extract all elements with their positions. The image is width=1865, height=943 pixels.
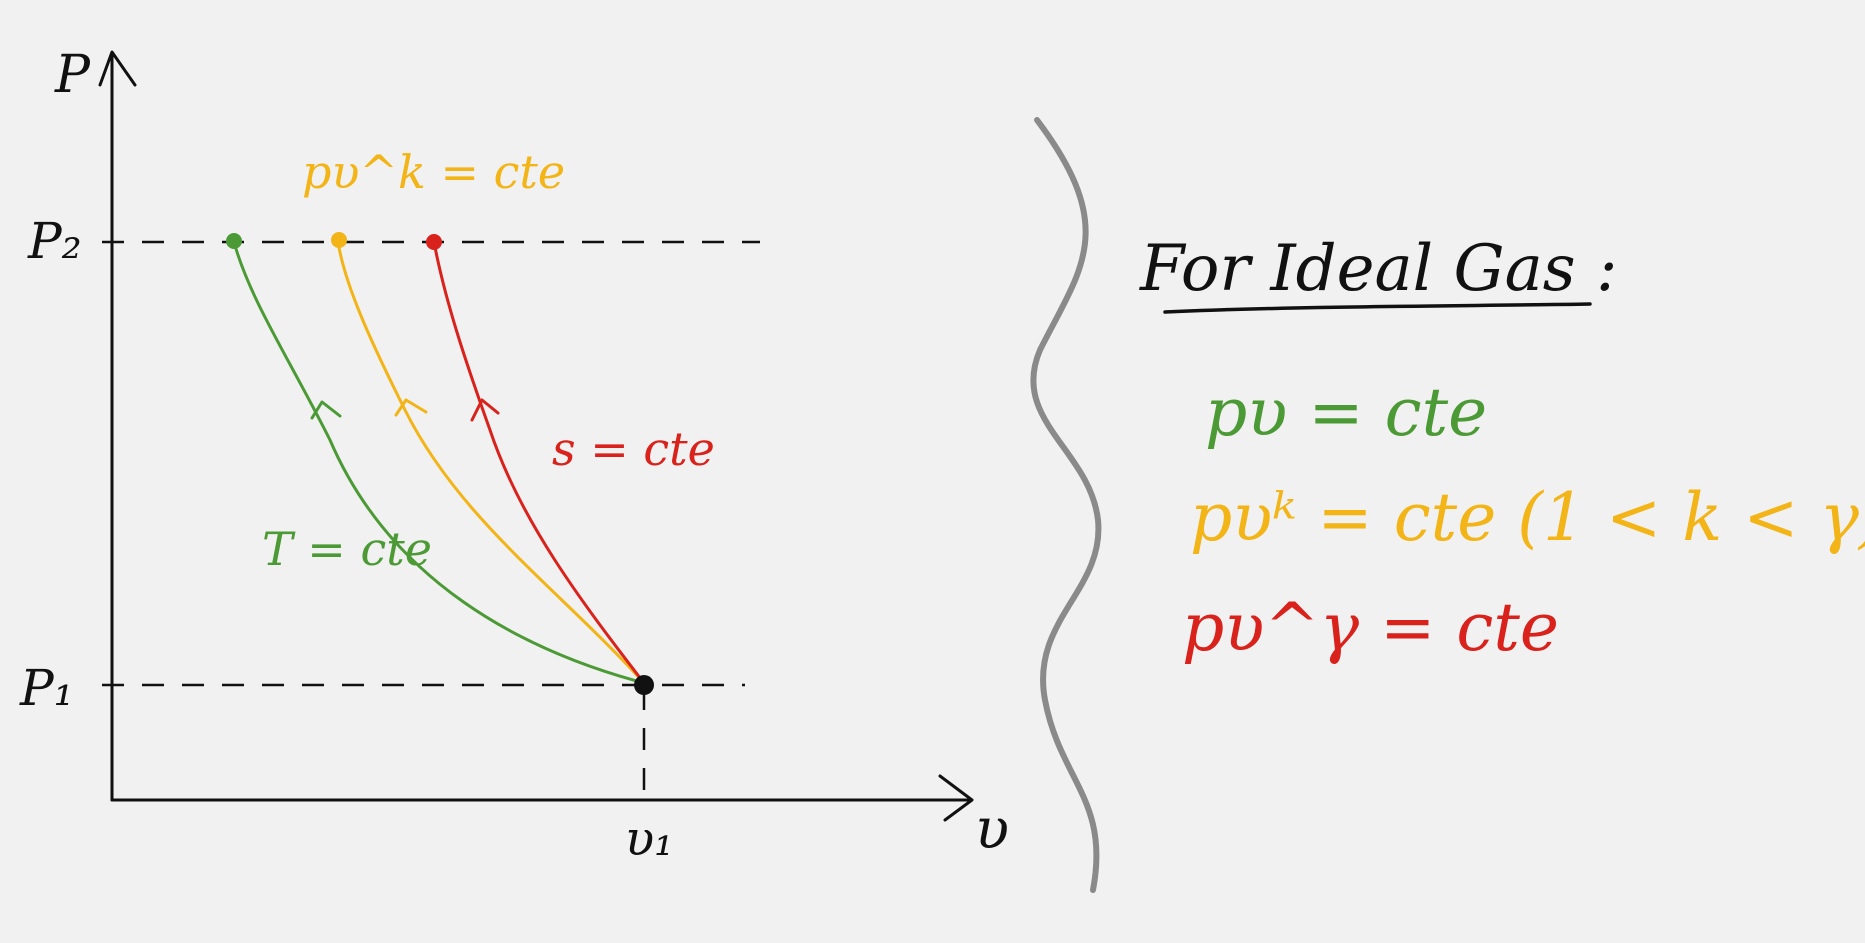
isothermal-arrow [310,400,342,420]
y-axis-arrowhead [98,50,137,87]
polytropic-equation: pυᵏ = cte (1 < k < γ) [1190,479,1865,556]
isentropic-label: s = cte [552,422,715,476]
isentropic-equation: pυ^γ = cte [1182,589,1559,666]
x-axis-arrowhead [938,774,974,822]
state-1-point [634,675,654,695]
polytropic-arrow [394,398,428,417]
isothermal-curve [232,240,646,685]
isentropic-curve [432,240,646,685]
x-axis-label: υ [975,797,1009,862]
polytropic-endpoint [331,232,347,248]
wavy-divider [1030,117,1102,893]
p2-label: P₂ [27,212,82,270]
polytropic-curve [336,240,646,685]
notes-title: For Ideal Gas : [1139,232,1618,306]
isothermal-equation: pυ = cte [1205,374,1487,451]
y-axis-label: P [54,45,91,105]
notes-title-underline [1163,302,1592,314]
process-curves: T = cte pυ^k = cte s = cte [226,145,715,695]
p1-label: P₁ [19,659,74,717]
v1-label: υ₁ [625,811,673,867]
isothermal-label: T = cte [262,522,432,576]
isentropic-endpoint [426,234,442,250]
isentropic-arrow [470,398,500,422]
isothermal-endpoint [226,233,242,249]
polytropic-label: pυ^k = cte [302,145,565,199]
axes: P υ [54,45,1009,862]
ideal-gas-notes: For Ideal Gas : pυ = cte pυᵏ = cte (1 < … [1139,232,1865,666]
